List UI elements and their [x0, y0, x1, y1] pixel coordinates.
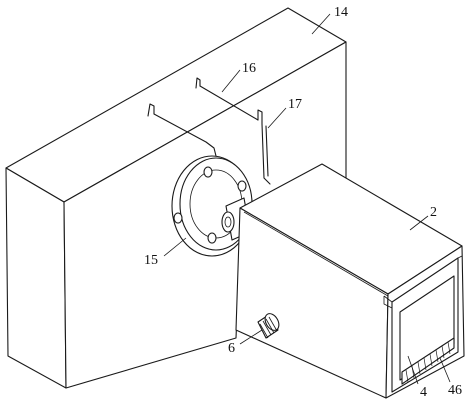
- label-2: 2: [430, 205, 437, 220]
- bolt-hole: [237, 180, 247, 192]
- housing-front-face: [5, 167, 67, 389]
- bolt-hole: [203, 166, 213, 178]
- leader-lines: [163, 13, 451, 385]
- label-15: 15: [144, 253, 158, 268]
- leader-16: [221, 69, 241, 93]
- label-6: 6: [228, 341, 235, 356]
- label-17: 17: [288, 97, 302, 112]
- label-4: 4: [420, 385, 427, 400]
- leader-6: [239, 329, 263, 345]
- label-16: 16: [242, 61, 256, 76]
- label-46: 46: [448, 383, 462, 398]
- bolt-hole: [207, 232, 217, 244]
- drawer-box-2: [235, 163, 465, 399]
- bolt-hole: [173, 212, 183, 224]
- knob-6: [257, 313, 280, 339]
- wire-bracket-17: [147, 103, 271, 185]
- leader-2: [409, 215, 429, 231]
- leader-14: [311, 13, 331, 35]
- leader-17: [267, 107, 287, 129]
- leader-4: [407, 355, 419, 385]
- leader-46: [439, 357, 451, 383]
- tray-slot-46: [401, 337, 455, 385]
- leader-15: [163, 237, 187, 257]
- label-14: 14: [334, 5, 348, 20]
- wire-bracket-16: [195, 77, 263, 125]
- shaft-end: [221, 211, 235, 233]
- flange-15: [171, 155, 253, 257]
